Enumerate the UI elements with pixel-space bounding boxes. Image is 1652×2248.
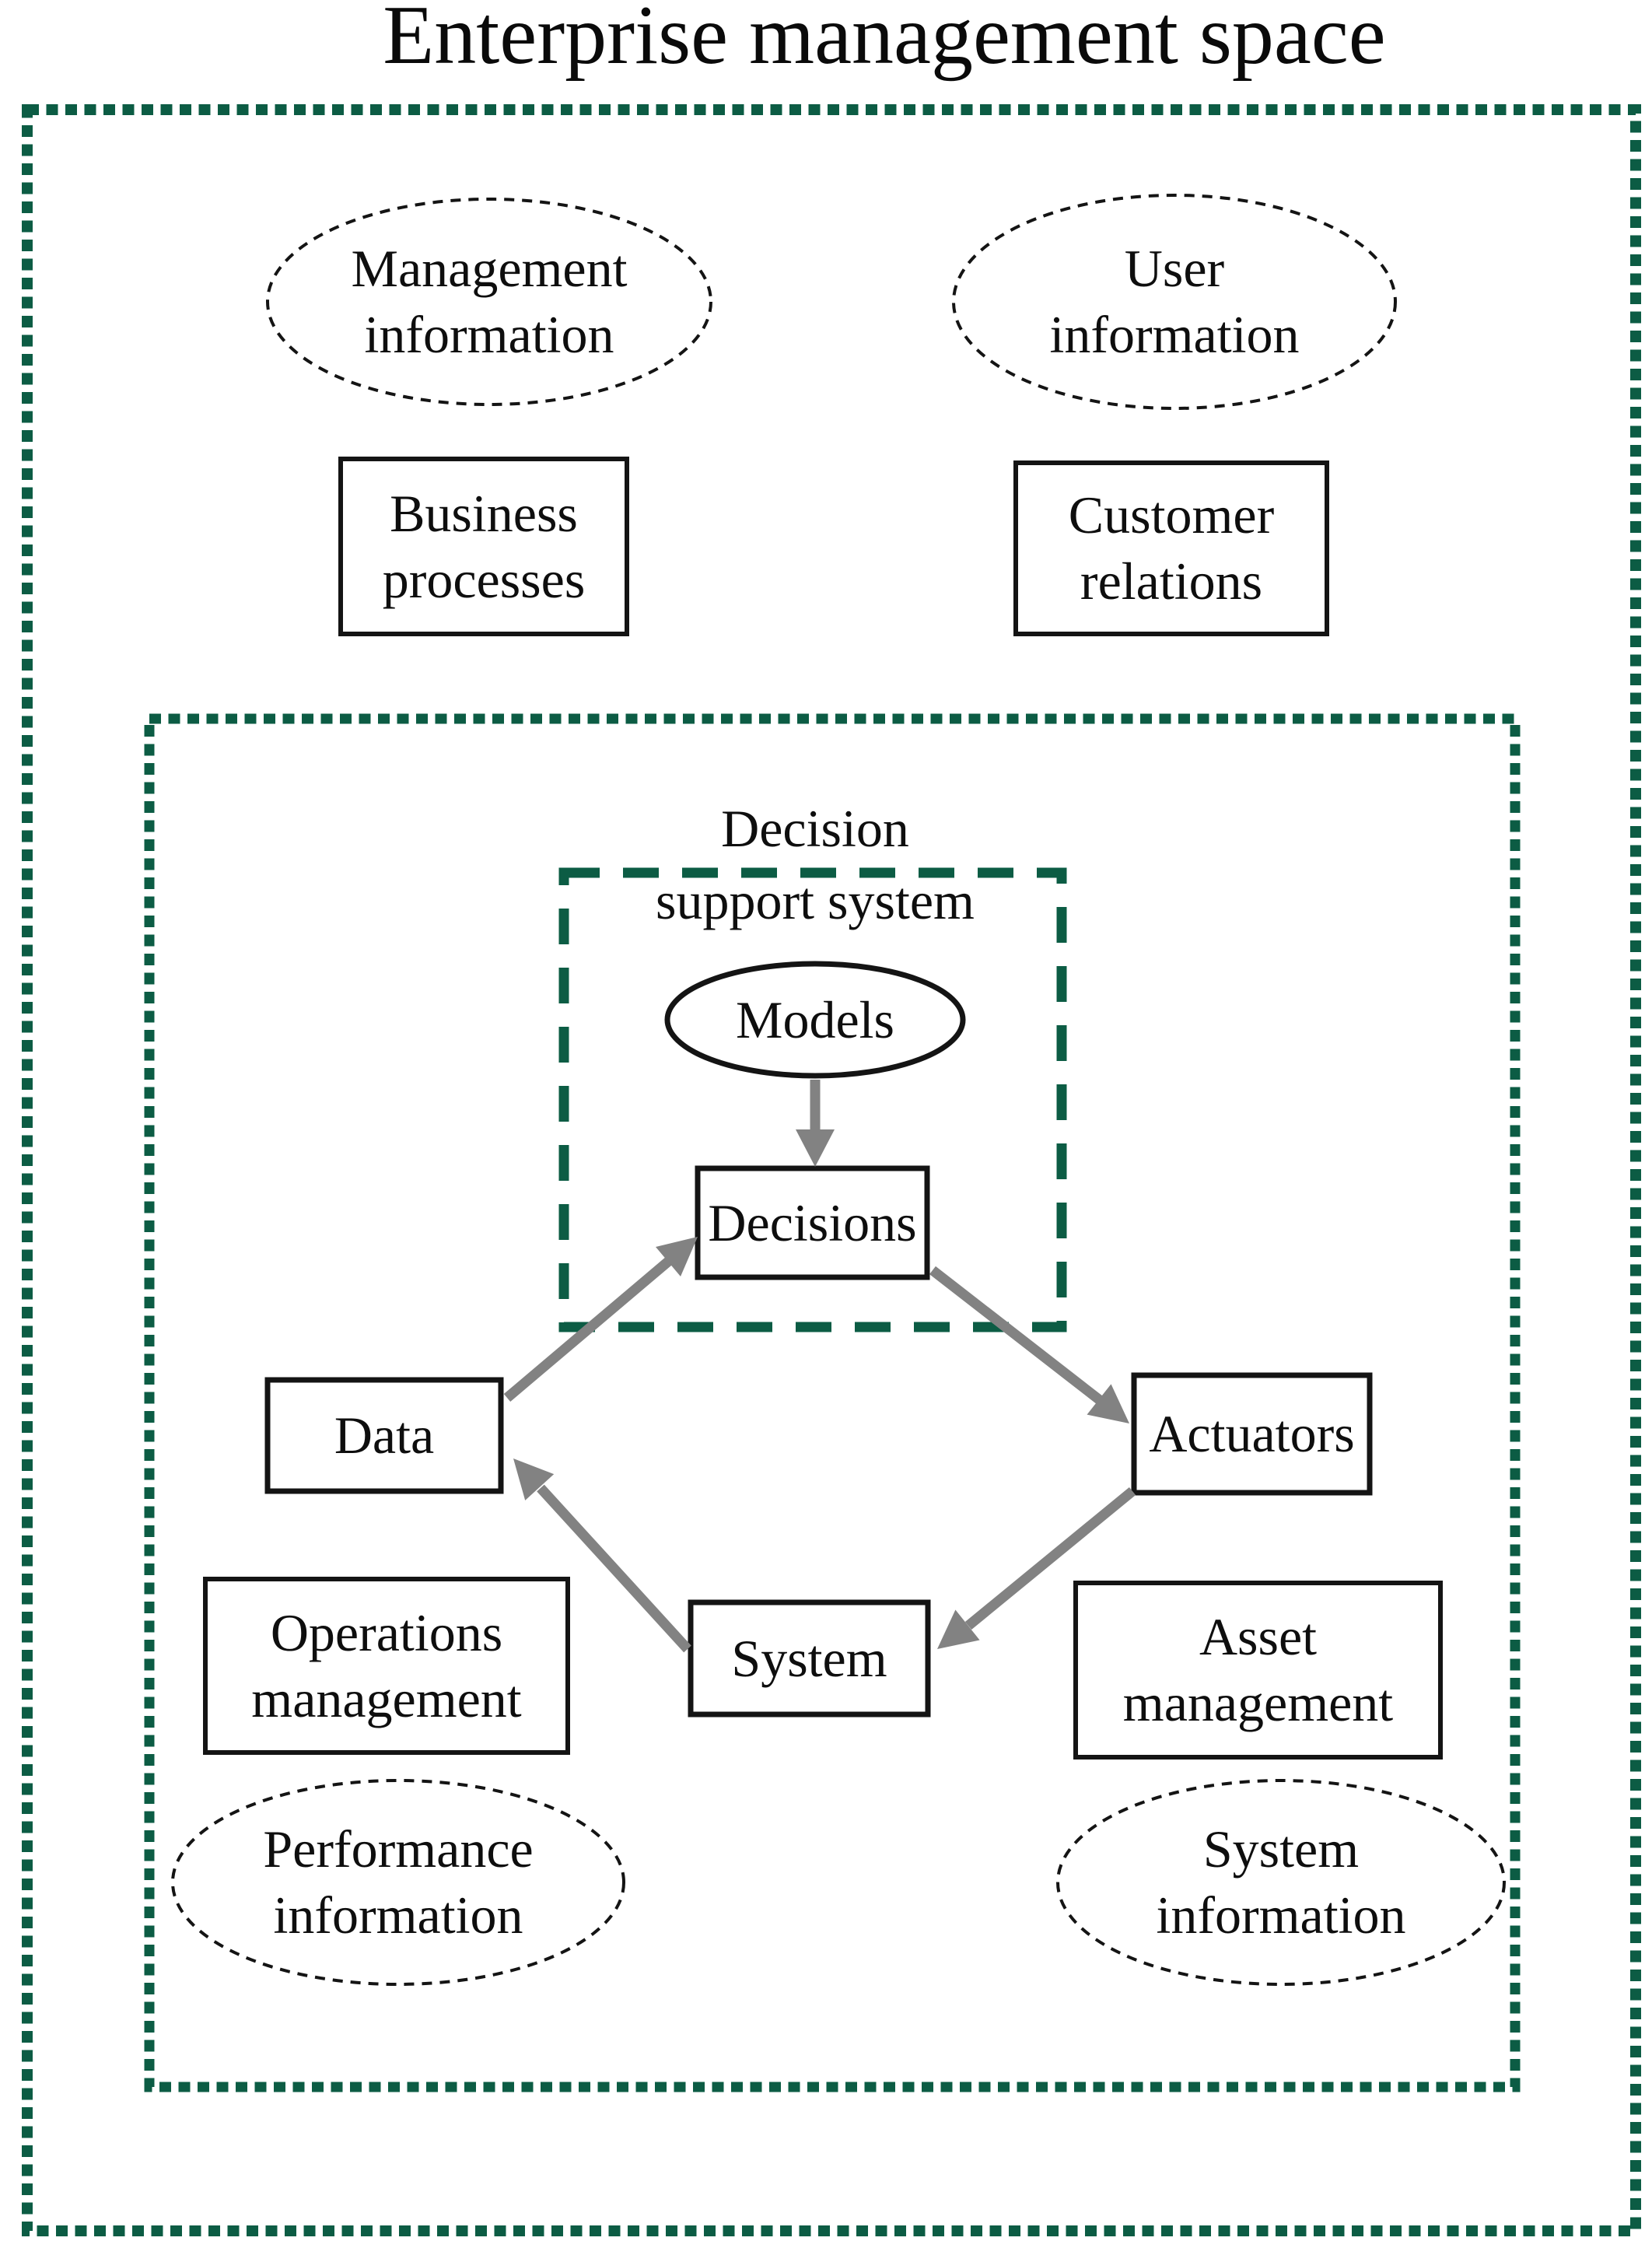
performance-information-ellipse: [171, 1779, 625, 1986]
asset-management-label: Asset management: [1122, 1607, 1394, 1732]
outer-boundary-dotted: [22, 104, 1641, 2236]
arrowhead-icon: [796, 1129, 835, 1167]
models-label: Models: [736, 989, 894, 1049]
operations-management-label: Operations management: [251, 1602, 522, 1728]
models-ellipse: [664, 961, 966, 1079]
arrow-system-to-data: [513, 1458, 691, 1653]
system-information-ellipse: [1056, 1779, 1506, 1986]
decision-support-system-dashed-box: [558, 867, 1067, 1332]
decisions-box: [695, 1165, 930, 1280]
management-information-ellipse: [266, 198, 712, 406]
data-box: [264, 1377, 504, 1494]
management-information-label: Management information: [351, 239, 628, 364]
customer-relations-box: [1013, 460, 1329, 636]
decision-support-system-label: Decision support system: [656, 798, 975, 930]
arrow-data-to-decisions: [503, 1237, 698, 1402]
arrow-decisions-to-actuators: [929, 1266, 1129, 1423]
system-label: System: [731, 1628, 887, 1688]
business-processes-label: Business processes: [382, 483, 586, 609]
system-box: [688, 1599, 931, 1718]
arrow-models-to-decisions: [796, 1080, 835, 1167]
user-information-ellipse: [952, 194, 1397, 410]
actuators-box: [1131, 1372, 1373, 1496]
arrowhead-icon: [513, 1458, 555, 1500]
data-label: Data: [334, 1406, 435, 1465]
actuators-label: Actuators: [1149, 1404, 1355, 1463]
system-information-label: System information: [1156, 1819, 1406, 1945]
arrowhead-icon: [937, 1609, 980, 1649]
arrow-actuators-to-system: [937, 1486, 1136, 1649]
inner-boundary-dotted: [144, 713, 1521, 2092]
arrowhead-icon: [1087, 1384, 1129, 1423]
arrowhead-icon: [656, 1237, 698, 1276]
customer-relations-label: Customer relations: [1068, 485, 1275, 611]
performance-information-label: Performance information: [263, 1819, 534, 1945]
page-title: Enterprise management space: [383, 0, 1386, 82]
business-processes-box: [338, 457, 629, 636]
operations-management-box: [203, 1577, 570, 1755]
decisions-label: Decisions: [708, 1192, 917, 1252]
user-information-label: User information: [1049, 239, 1300, 364]
asset-management-box: [1073, 1581, 1443, 1760]
